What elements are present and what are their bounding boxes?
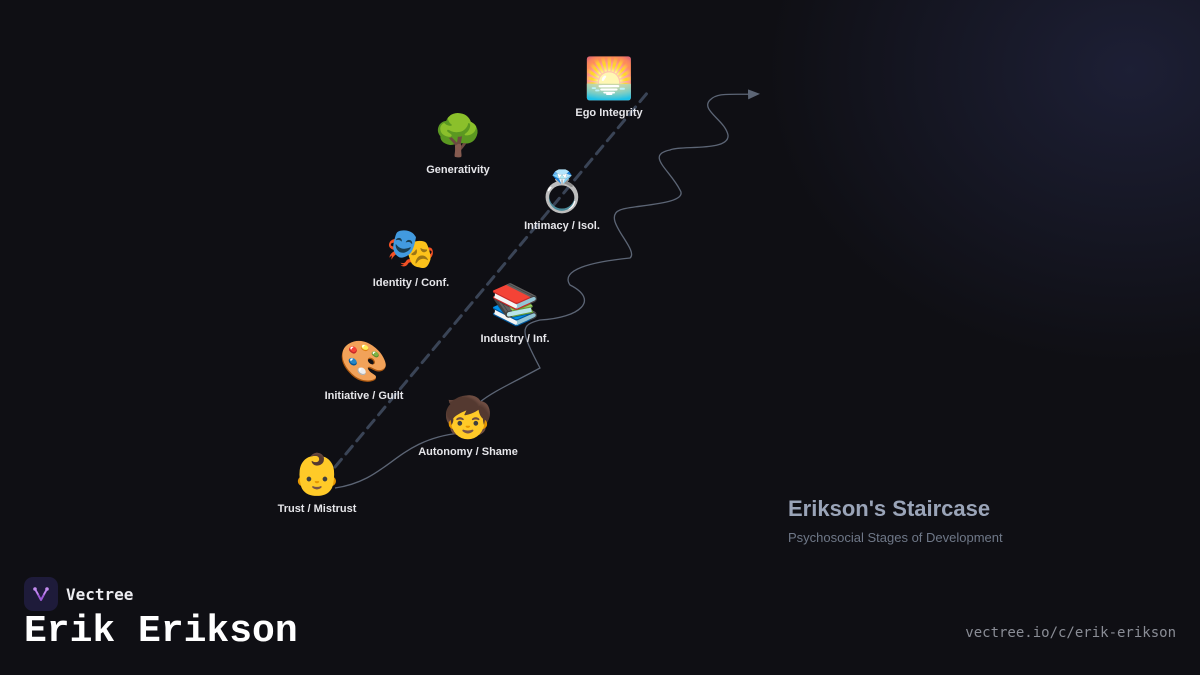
- tree-icon: 🌳: [433, 113, 483, 159]
- diagram-caption: Erikson's Staircase Psychosocial Stages …: [788, 496, 1003, 545]
- stage-autonomy-shame: 🧒 Autonomy / Shame: [388, 394, 548, 458]
- stage-label: Initiative / Guilt: [324, 390, 404, 402]
- books-icon: 📚: [490, 282, 540, 328]
- diagram-title: Erikson's Staircase: [788, 496, 991, 521]
- baby-icon: 👶: [292, 452, 342, 498]
- stage-ego-integrity: 🌅 Ego Integrity: [529, 55, 689, 119]
- stage-label: Generativity: [426, 164, 490, 176]
- page-title: Erik Erikson: [24, 610, 298, 653]
- diagonal-dashed-line: [333, 90, 650, 469]
- stage-label: Industry / Inf.: [480, 333, 550, 345]
- brand-name: Vectree: [66, 584, 134, 604]
- stage-label: Identity / Conf.: [372, 277, 450, 289]
- stage-label: Ego Integrity: [575, 107, 643, 119]
- stage-label: Autonomy / Shame: [418, 446, 518, 458]
- stage-label: Intimacy / Isol.: [524, 220, 600, 232]
- vectree-logo-icon: [24, 577, 58, 611]
- page-url[interactable]: vectree.io/c/erik-erikson: [965, 625, 1176, 641]
- stage-identity-confusion: 🎭 Identity / Conf.: [331, 225, 491, 289]
- stage-industry-inferiority: 📚 Industry / Inf.: [435, 281, 595, 345]
- stage-trust-mistrust: 👶 Trust / Mistrust: [237, 451, 397, 515]
- brand[interactable]: Vectree: [24, 577, 133, 611]
- child-icon: 🧒: [443, 395, 493, 441]
- stage-intimacy-isolation: 💍 Intimacy / Isol.: [482, 168, 642, 232]
- diagram-subtitle: Psychosocial Stages of Development: [788, 530, 1003, 545]
- palette-icon: 🎨: [339, 339, 389, 385]
- ring-icon: 💍: [537, 169, 587, 215]
- stage-generativity: 🌳 Generativity: [378, 112, 538, 176]
- stage-label: Trust / Mistrust: [277, 503, 357, 515]
- theater-masks-icon: 🎭: [386, 226, 436, 272]
- development-curve: [334, 89, 760, 489]
- sunrise-icon: 🌅: [584, 56, 634, 102]
- stage-initiative-guilt: 🎨 Initiative / Guilt: [284, 338, 444, 402]
